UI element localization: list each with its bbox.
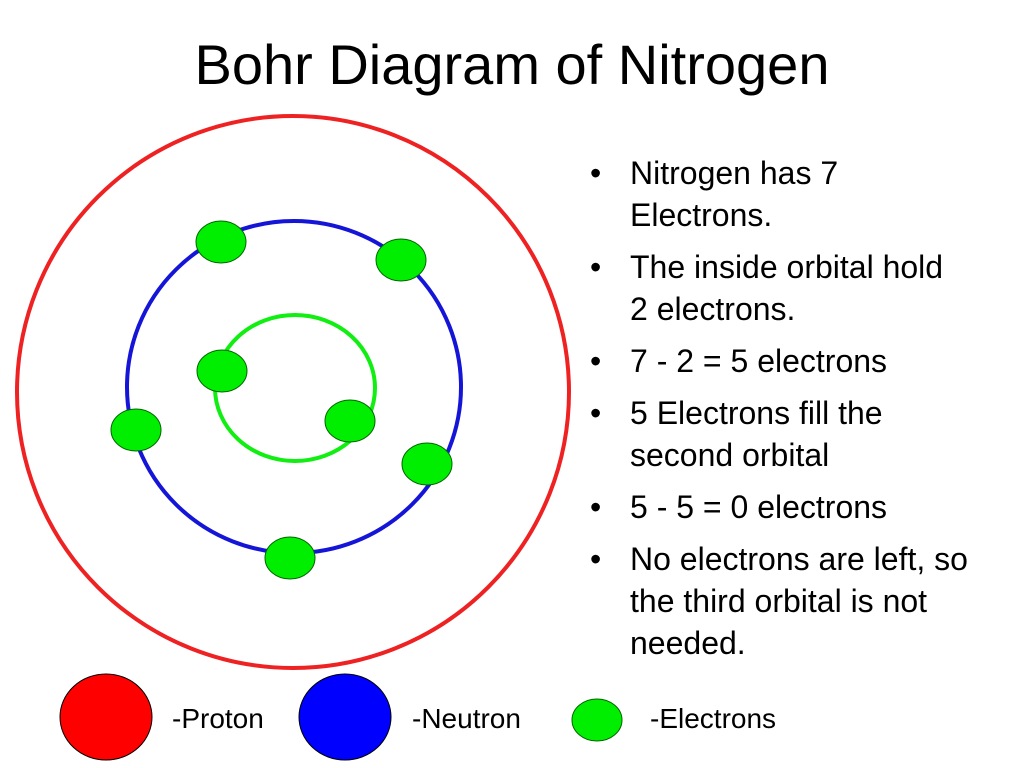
bullet-icon: •: [590, 395, 602, 431]
legend-proton-symbol: [59, 673, 153, 761]
bullet-item: • The inside orbital hold 2 electrons.: [588, 246, 968, 330]
bullet-text: 5 - 5 = 0 electrons: [630, 489, 888, 525]
bullet-item: • Nitrogen has 7 Electrons.: [588, 152, 968, 236]
electron: [375, 238, 427, 282]
bullet-icon: •: [590, 249, 602, 285]
legend-proton-label: -Proton: [172, 703, 264, 734]
legend-neutron-label: -Neutron: [412, 703, 521, 734]
bullet-item: • 5 Electrons fill the second orbital: [588, 392, 968, 476]
legend-neutron-symbol: [298, 673, 392, 761]
outer-orbit: [15, 114, 571, 670]
electron: [110, 408, 162, 452]
electron: [195, 220, 247, 264]
bullet-text: No electrons are left, so the third orbi…: [630, 541, 968, 661]
electron: [264, 536, 316, 580]
bullet-text: The inside orbital hold 2 electrons.: [630, 249, 944, 327]
bullet-icon: •: [590, 343, 602, 379]
bullet-item: • 7 - 2 = 5 electrons: [588, 340, 968, 382]
legend-electrons-label: -Electrons: [650, 703, 777, 734]
electron: [196, 349, 248, 393]
legend-electron-symbol: [571, 698, 623, 742]
bullet-text: 7 - 2 = 5 electrons: [630, 343, 888, 379]
bullet-text: Nitrogen has 7 Electrons.: [630, 155, 839, 233]
bullet-item: • No electrons are left, so the third orb…: [588, 538, 968, 664]
bullet-icon: •: [590, 489, 602, 525]
bullet-icon: •: [590, 541, 602, 577]
bullet-text: 5 Electrons fill the second orbital: [630, 395, 883, 473]
bullet-list: • Nitrogen has 7 Electrons. • The inside o…: [588, 152, 968, 674]
bullet-icon: •: [590, 155, 602, 191]
slide-title: Bohr Diagram of Nitrogen: [194, 33, 830, 96]
bullet-item: • 5 - 5 = 0 electrons: [588, 486, 968, 528]
electron: [324, 399, 376, 443]
electron: [401, 442, 453, 486]
